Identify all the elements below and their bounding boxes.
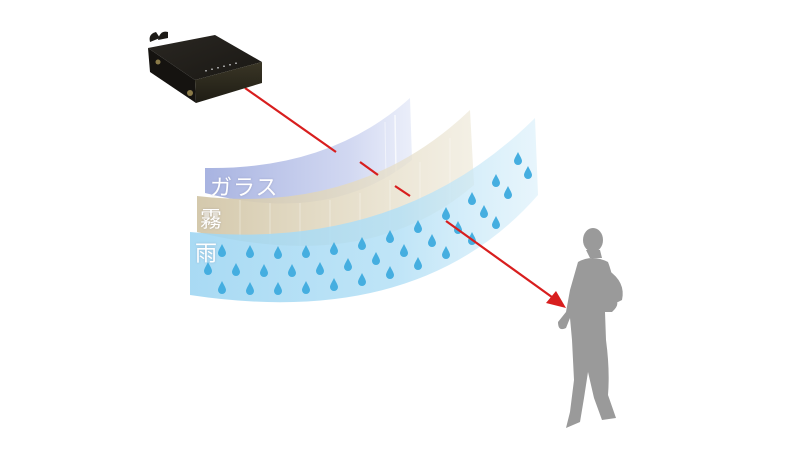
person-silhouette xyxy=(558,228,623,428)
fog-layer-label: 霧 xyxy=(200,208,224,233)
laser-sensor-device xyxy=(148,31,262,103)
arrowhead-icon xyxy=(546,291,566,308)
laser-beam-arrow xyxy=(244,87,557,301)
rain-layer xyxy=(190,118,538,303)
glass-layer-label: ガラス xyxy=(210,176,279,201)
rain-layer-label: 雨 xyxy=(195,242,219,267)
